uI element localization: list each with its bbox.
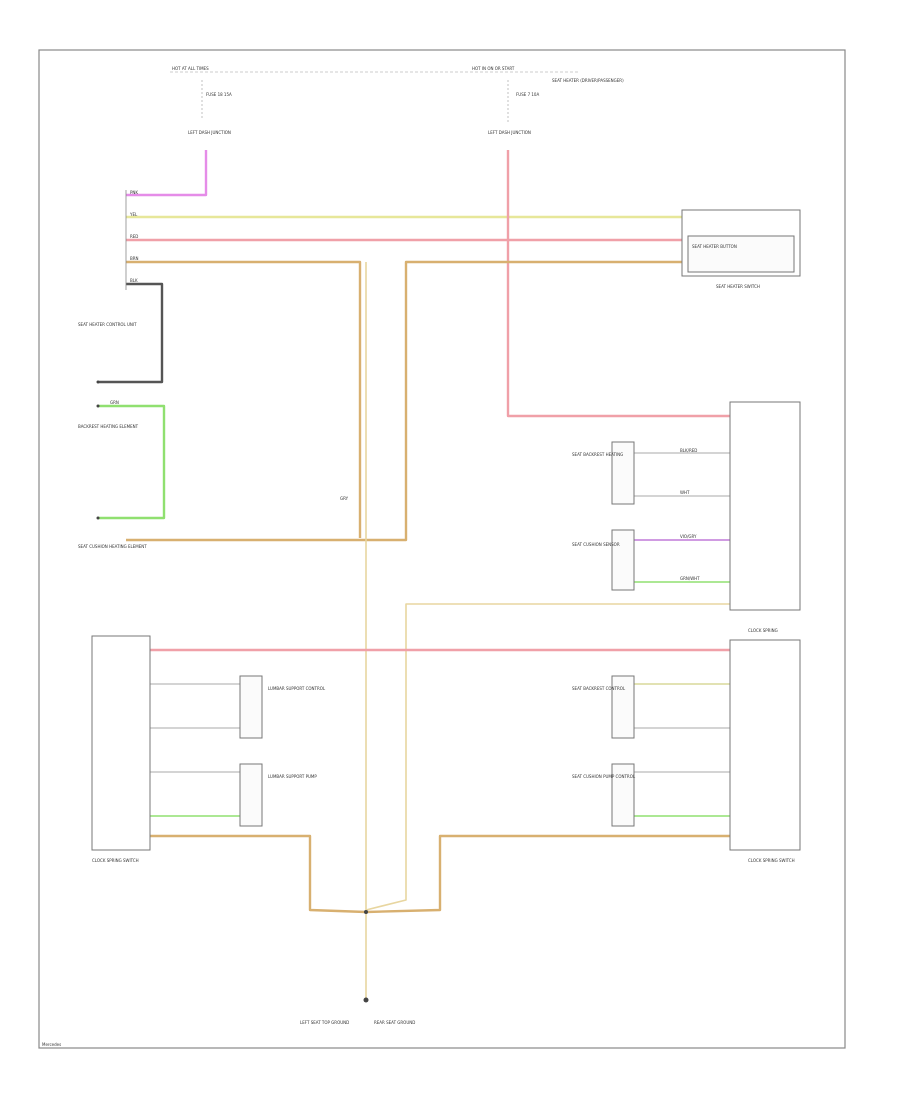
lbl-grn: GRN — [110, 400, 119, 405]
right-fuse-note: SEAT HEATER (DRIVER/PASSENGER) — [552, 78, 624, 83]
wires — [98, 150, 730, 1000]
lbl-yel: YEL — [129, 212, 138, 217]
right-seat-switch-label: CLOCK SPRING SWITCH — [748, 858, 795, 863]
seat-heater-switch: SEAT HEATER BUTTON SEAT HEATER SWITCH — [681, 209, 801, 289]
right-backrest-label: SEAT BACKREST HEATING — [572, 452, 623, 457]
wire-brn-bottom-r — [365, 834, 730, 914]
diagram-frame — [38, 49, 846, 1049]
lumbar-lower-label: LUMBAR SUPPORT PUMP — [268, 774, 317, 779]
right-cushion-label: SEAT CUSHION SENSOR — [572, 542, 620, 547]
lumbar-upper-label: LUMBAR SUPPORT CONTROL — [268, 686, 326, 691]
lbl-vio: VIO/GRY — [680, 534, 697, 539]
top-bus: HOT AT ALL TIMES HOT IN ON OR START FUSE… — [170, 66, 624, 135]
wire-red-vert — [506, 150, 730, 418]
right-bus-label: HOT IN ON OR START — [472, 66, 515, 71]
wire-brn-top — [126, 260, 362, 538]
control-unit-label: SEAT HEATER CONTROL UNIT — [78, 322, 137, 327]
ground-left-label: LEFT SEAT TOP GROUND — [300, 1020, 349, 1025]
seat-switch-label: SEAT HEATER SWITCH — [716, 284, 760, 289]
left-bus-label: HOT AT ALL TIMES — [172, 66, 209, 71]
right-lumbar-lower-label: SEAT CUSHION PUMP CONTROL — [572, 774, 636, 779]
wire-brn-bottom-l — [150, 834, 367, 914]
right-lumbar-upper-label: SEAT BACKREST CONTROL — [572, 686, 626, 691]
footer-label: Mercedes — [42, 1042, 61, 1047]
cushion-element-label: SEAT CUSHION HEATING ELEMENT — [78, 544, 147, 549]
backrest-element-label: BACKREST HEATING ELEMENT — [78, 424, 139, 429]
lbl-red: RED — [130, 234, 138, 239]
right-fuse-label: FUSE 7 10A — [516, 92, 539, 97]
wire-grn-left — [98, 404, 166, 520]
wire-brn-top-r — [126, 260, 682, 542]
bottom-ground: LEFT SEAT TOP GROUND REAR SEAT GROUND — [300, 910, 415, 1025]
lbl-pnk: PNK — [130, 190, 138, 195]
lbl-gry: GRY — [340, 496, 349, 501]
left-seat-switch-label: CLOCK SPRING SWITCH — [92, 858, 139, 863]
left-junction-label: LEFT DASH JUNCTION — [188, 130, 231, 135]
lbl-blk: BLK — [130, 278, 138, 283]
lbl-blkred: BLK/RED — [680, 448, 697, 453]
wire-pnk — [126, 150, 208, 197]
wire-labels: PNK YEL RED BRN BLK GRN VIO/GRY GRN/WHT … — [110, 190, 700, 581]
lbl-grnwht: GRN/WHT — [680, 576, 700, 581]
left-seat-switch: LUMBAR SUPPORT CONTROL LUMBAR SUPPORT PU… — [91, 635, 326, 863]
lbl-brn: BRN — [130, 256, 139, 261]
right-control-unit: SEAT BACKREST HEATING SEAT CUSHION SENSO… — [572, 401, 801, 611]
ground-right-label: REAR SEAT GROUND — [374, 1020, 415, 1025]
right-junction-label: LEFT DASH JUNCTION — [488, 130, 531, 135]
left-fuse-label: FUSE 18 15A — [206, 92, 232, 97]
wire-tan-right — [365, 603, 730, 911]
lbl-wht: WHT — [680, 490, 690, 495]
wire-blk — [98, 282, 164, 384]
seat-switch-inner-label: SEAT HEATER BUTTON — [692, 244, 737, 249]
left-components: SEAT HEATER CONTROL UNIT BACKREST HEATIN… — [78, 190, 147, 549]
right-seat-switch: SEAT BACKREST CONTROL SEAT CUSHION PUMP … — [572, 628, 801, 863]
right-seat-top-label: CLOCK SPRING — [748, 628, 778, 633]
